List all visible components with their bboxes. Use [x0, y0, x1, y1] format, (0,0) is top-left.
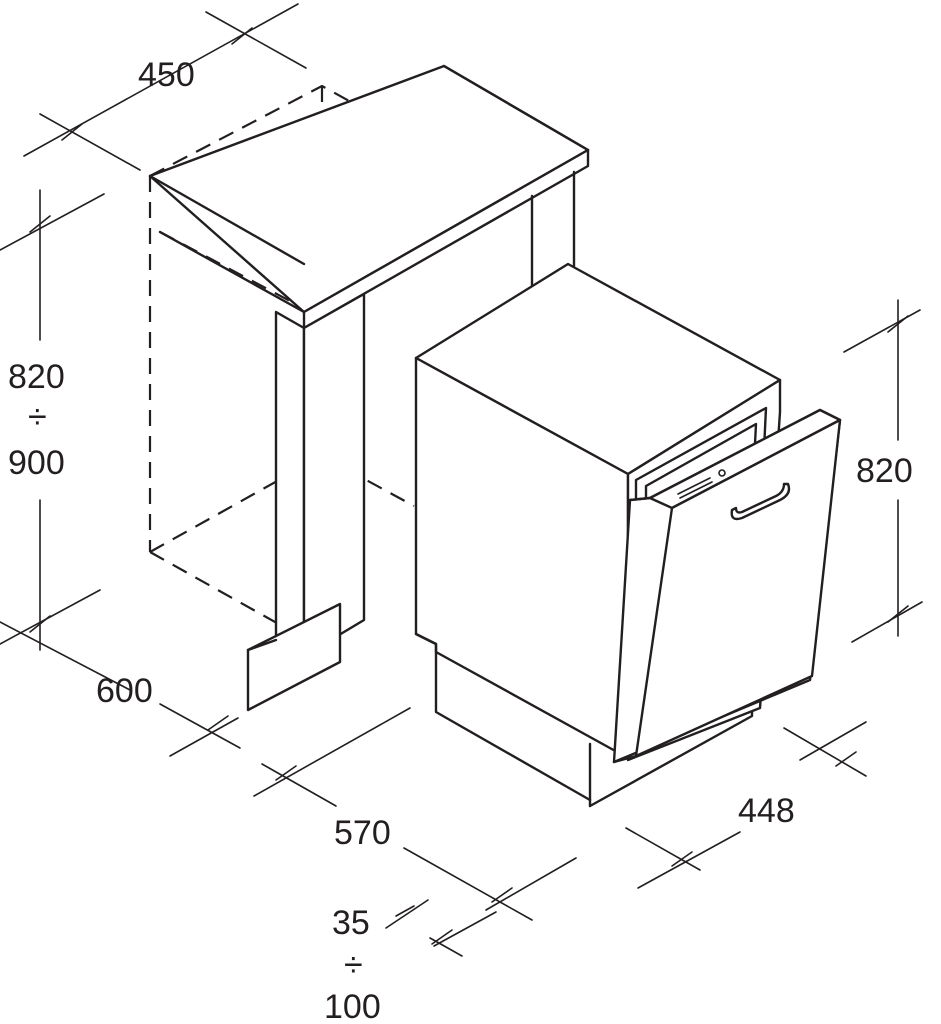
label-appliance-depth: 570 — [334, 814, 391, 852]
label-plinth-max: 100 — [324, 988, 381, 1024]
label-cabinet-height-min: 820 — [8, 358, 65, 396]
cabinet-niche — [148, 64, 590, 712]
label-plinth-div: ÷ — [344, 946, 363, 984]
cabinet-plinth — [246, 602, 342, 712]
label-appliance-width: 448 — [738, 792, 795, 830]
cabinet-side-panel — [274, 170, 576, 658]
label-cabinet-width: 450 — [138, 56, 195, 94]
dimension-lines — [0, 3, 923, 957]
dimension-labels: 450 820 ÷ 900 600 570 35 ÷ 100 820 448 — [8, 56, 913, 1024]
label-cabinet-height-div: ÷ — [28, 398, 47, 436]
countertop — [148, 64, 590, 330]
label-plinth-min: 35 — [332, 904, 370, 942]
door-handle — [730, 482, 791, 521]
dishwasher — [414, 262, 842, 808]
label-cabinet-depth: 600 — [96, 672, 153, 710]
dishwasher-door — [612, 408, 842, 764]
label-cabinet-height-max: 900 — [8, 444, 65, 482]
label-appliance-height: 820 — [856, 452, 913, 490]
